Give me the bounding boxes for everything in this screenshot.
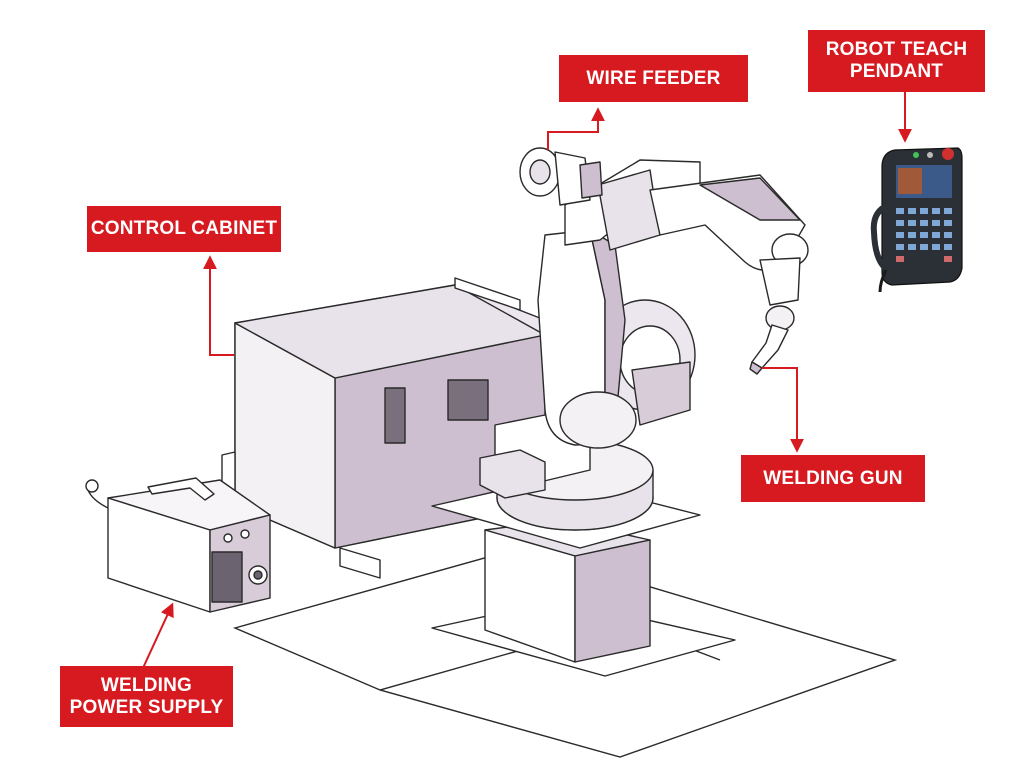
welding-power-supply-unit: [85, 477, 271, 613]
arrow-wire-feeder: [547, 107, 605, 150]
control-cabinet-label-text: CONTROL CABINET: [90, 218, 278, 239]
welding-torch: [749, 324, 789, 375]
wire-feeder-label: WIRE FEEDER: [559, 55, 748, 102]
robot-lower-arm: [537, 229, 696, 449]
teach-pendant-device: [870, 147, 963, 293]
welding-power-supply-label-text: WELDING POWER SUPPLY: [69, 674, 224, 718]
robot-teach-pendant-label-text: ROBOT TEACH PENDANT: [825, 39, 968, 82]
arrow-power-supply: [142, 602, 174, 669]
welding-gun-label-text: WELDING GUN: [763, 467, 903, 489]
wire-feeder-unit: [519, 147, 603, 206]
control-cabinet-body: [221, 277, 546, 579]
leader-arrows: [142, 92, 912, 669]
wire-feeder-label-text: WIRE FEEDER: [586, 67, 721, 89]
welding-power-supply-label: WELDING POWER SUPPLY: [60, 666, 233, 727]
arrow-control-cabinet: [203, 255, 234, 356]
arrow-welding-gun: [762, 367, 804, 453]
robot-teach-pendant-label: ROBOT TEACH PENDANT: [808, 30, 985, 92]
robot-upper-arm: [564, 159, 809, 331]
welding-gun-label: WELDING GUN: [741, 455, 925, 502]
control-cabinet-label: CONTROL CABINET: [87, 206, 281, 252]
